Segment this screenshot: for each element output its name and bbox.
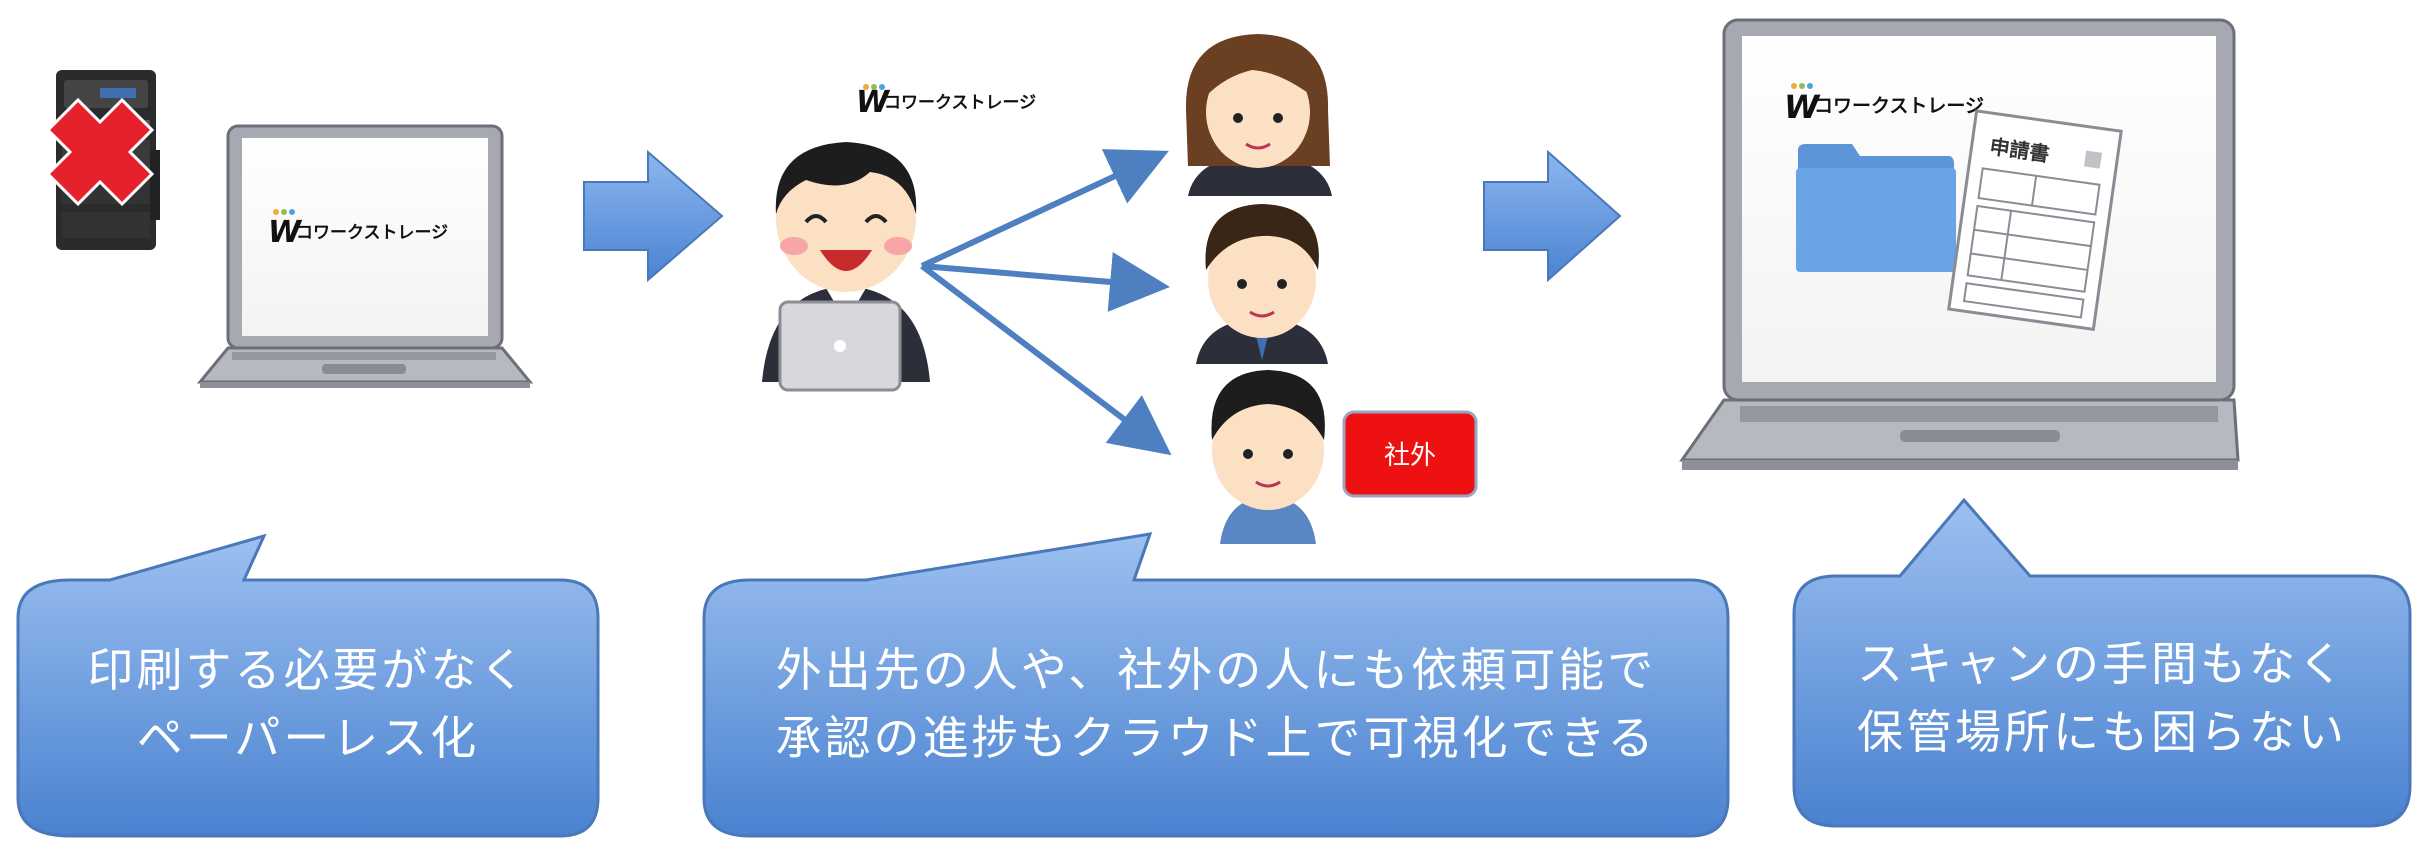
document-icon: 申請書 bbox=[1947, 109, 2123, 332]
distribution-lines bbox=[920, 149, 1172, 456]
brand-logo: W コワークストレージ bbox=[856, 84, 1036, 120]
laptop-icon bbox=[196, 124, 534, 388]
right-arrow-icon bbox=[1483, 149, 1622, 283]
caption-line: 外出先の人や、社外の人にも依頼可能で bbox=[775, 643, 1657, 697]
worker-icon bbox=[1211, 370, 1325, 544]
caption-step-2: 外出先の人や、社外の人にも依頼可能で 承認の進捗もクラウド上で可視化できる bbox=[704, 636, 1728, 772]
folder-icon bbox=[1796, 144, 1956, 272]
caption-bubble-1 bbox=[16, 533, 600, 838]
brand-name: コワークストレージ bbox=[296, 223, 448, 243]
businesswoman-icon bbox=[1185, 34, 1332, 196]
external-badge-label: 社外 bbox=[1384, 441, 1436, 471]
caption-line: 保管場所にも困らない bbox=[1857, 705, 2347, 759]
caption-line: ペーパーレス化 bbox=[136, 711, 480, 765]
brand-name: コワークストレージ bbox=[884, 93, 1036, 113]
external-badge: 社外 bbox=[1342, 410, 1478, 498]
businessman-icon bbox=[1196, 204, 1328, 364]
brand-logo: W コワークストレージ bbox=[268, 209, 448, 250]
brand-logo-mark: W bbox=[268, 215, 303, 250]
caption-line: 承認の進捗もクラウド上で可視化できる bbox=[775, 711, 1657, 765]
brand-name: コワークストレージ bbox=[1814, 95, 1984, 117]
caption-line: 印刷する必要がなく bbox=[87, 643, 529, 697]
caption-bubble-3 bbox=[1792, 497, 2412, 828]
businessman-icon bbox=[762, 142, 930, 392]
caption-line: スキャンの手間もなく bbox=[1857, 637, 2347, 691]
caption-step-3: スキャンの手間もなく 保管場所にも困らない bbox=[1794, 630, 2410, 766]
right-arrow-icon bbox=[583, 149, 724, 283]
brand-logo-mark: W bbox=[1784, 88, 1821, 126]
caption-bubble-2 bbox=[702, 532, 1730, 838]
brand-logo-mark: W bbox=[856, 85, 891, 120]
cross-icon bbox=[45, 97, 155, 207]
caption-step-1: 印刷する必要がなく ペーパーレス化 bbox=[18, 636, 598, 772]
brand-logo: W コワークストレージ bbox=[1784, 83, 1984, 126]
